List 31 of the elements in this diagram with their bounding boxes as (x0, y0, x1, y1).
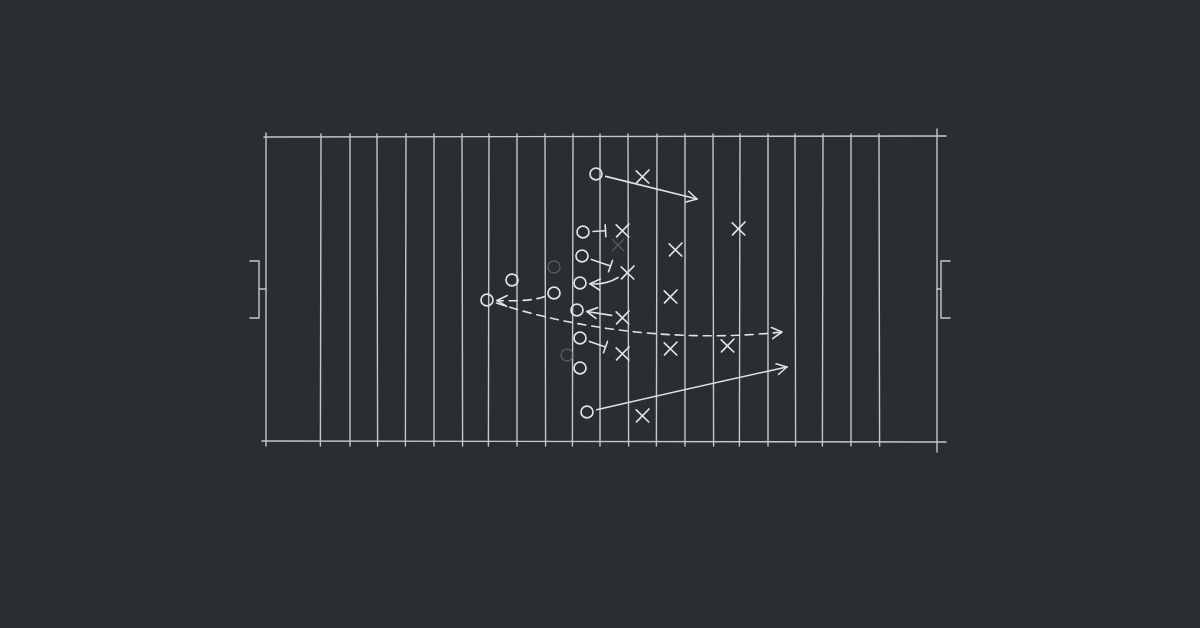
circle-marker-icon (570, 303, 584, 317)
x-marker-icon (662, 340, 678, 356)
dashed-arrow (495, 302, 783, 340)
x-marker-icon (614, 222, 630, 238)
arrow (604, 175, 698, 203)
x-marker-icon (634, 407, 650, 423)
x-marker-icon (719, 337, 735, 353)
circle-marker-icon (480, 293, 494, 307)
circle-marker-icon (547, 286, 561, 300)
circle-marker-icon (575, 249, 589, 263)
block-line (590, 258, 614, 273)
circle-marker-icon (573, 331, 587, 345)
block-line (592, 224, 607, 238)
arrow (589, 276, 619, 291)
x-marker-icon (619, 264, 635, 280)
arrow (586, 306, 613, 320)
circle-marker-icon (505, 273, 519, 287)
x-marker-icon (614, 309, 630, 325)
x-marker-icon (614, 345, 630, 361)
circle-marker-icon (573, 276, 587, 290)
arrow (595, 362, 788, 411)
circle-marker-icon (580, 405, 594, 419)
x-marker-icon (730, 220, 746, 236)
x-marker-icon (634, 168, 650, 184)
dashed-arrow (496, 294, 546, 308)
circle-marker-icon (589, 167, 603, 181)
circle-marker-icon (573, 361, 587, 375)
x-marker-icon (667, 241, 683, 257)
block-line (588, 340, 609, 354)
circle-marker-icon (576, 225, 590, 239)
x-marker-icon (662, 288, 678, 304)
